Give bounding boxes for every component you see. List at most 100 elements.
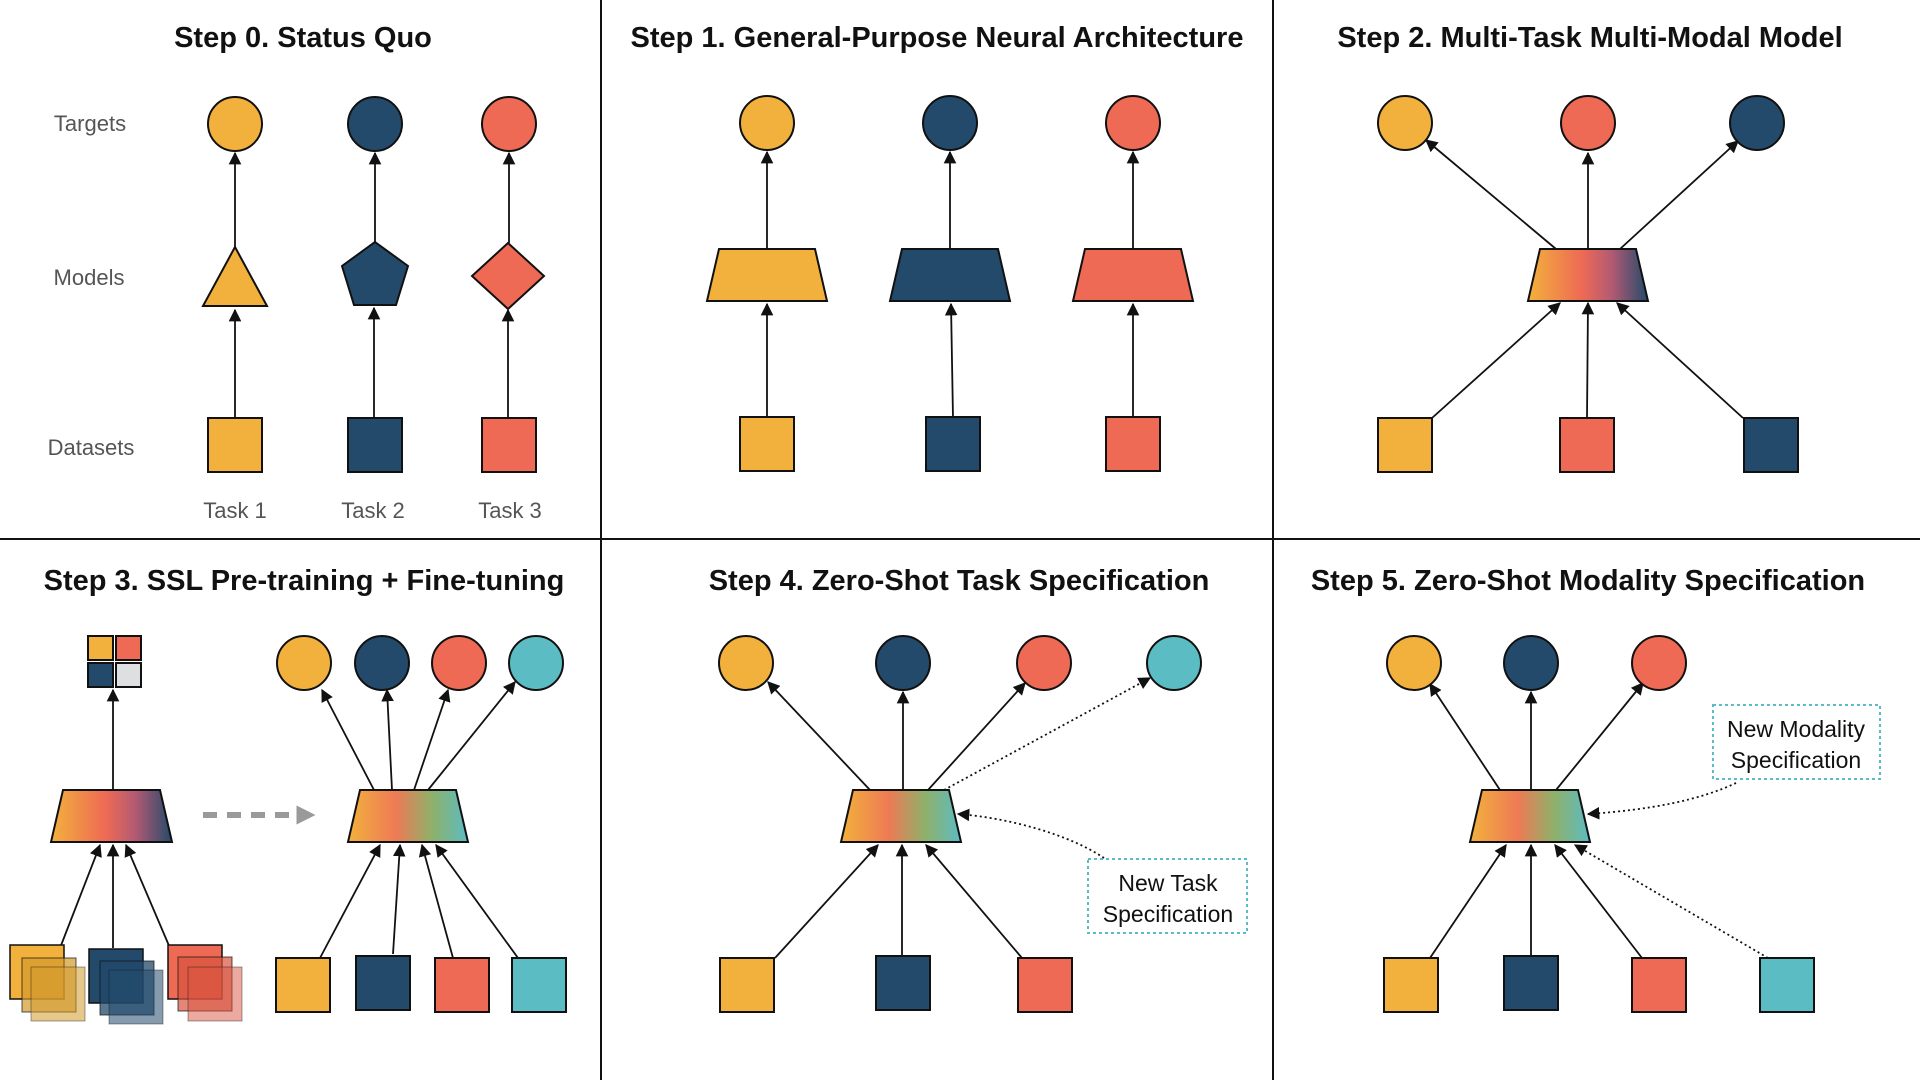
dotted-arrow-spec-to-model [1586, 782, 1737, 820]
target-circle-red [1631, 635, 1687, 691]
target-circle-red [431, 635, 487, 691]
task-label: Task 2 [341, 498, 405, 523]
arrow-model-to-target [321, 688, 375, 791]
panel-title: Step 1. General-Purpose Neural Architect… [631, 22, 1244, 54]
arrow-dataset-to-model [1616, 302, 1744, 419]
model-pentagon-navy [340, 240, 410, 306]
target-circle-orange [739, 95, 795, 151]
dataset-square-orange [275, 957, 331, 1013]
panel-title: Step 0. Status Quo [174, 22, 432, 54]
panel-step-3: Step 3. SSL Pre-training + Fine-tuning [9, 565, 567, 1025]
spec-box-line-2: Specification [1731, 747, 1861, 773]
arrow-dataset-to-model [418, 843, 454, 959]
panel-step-0: Step 0. Status Quo Targets Models Datase… [48, 22, 546, 523]
arrow-model-to-target [1619, 140, 1739, 250]
target-circle-red [1560, 95, 1616, 151]
panel-title: Step 2. Multi-Task Multi-Modal Model [1337, 22, 1842, 54]
multi-target-grid-icon [87, 635, 142, 688]
spec-box-line-2: Specification [1103, 901, 1233, 927]
target-circle-orange [1377, 95, 1433, 151]
arrow-model-to-target [381, 688, 394, 791]
arrow-model-to-target [927, 682, 1026, 791]
dataset-square-teal [1759, 957, 1815, 1013]
target-circle-navy [875, 635, 931, 691]
multi-modal-model-trapezoid [1526, 248, 1650, 302]
panel-step-2: Step 2. Multi-Task Multi-Modal Model [1337, 22, 1843, 473]
arrow-model-to-target [767, 681, 871, 791]
target-circle-red [1105, 95, 1161, 151]
panel-step-1: Step 1. General-Purpose Neural Architect… [631, 22, 1244, 472]
arrow-dataset-to-model [1429, 843, 1507, 959]
arrow-dataset-to-model [925, 844, 1023, 959]
task-label: Task 3 [478, 498, 542, 523]
dataset-square-navy [875, 955, 931, 1011]
new-task-spec-box: New Task Specification [1087, 858, 1248, 934]
dotted-arrow-new-dataset-to-model [1573, 844, 1769, 959]
dataset-square-red [1105, 416, 1161, 472]
target-circle-navy [922, 95, 978, 151]
dataset-square-navy [1743, 417, 1799, 473]
row-label-targets: Targets [54, 111, 126, 136]
dataset-square-red [1631, 957, 1687, 1013]
arrow-dataset-to-model [435, 843, 519, 959]
task-label: Task 1 [203, 498, 267, 523]
arrow-dataset-to-model [774, 844, 879, 959]
row-label-datasets: Datasets [48, 435, 135, 460]
target-circle-orange [718, 635, 774, 691]
arrow-dataset-to-model [392, 843, 406, 955]
dotted-arrow-model-to-new-target [943, 677, 1152, 791]
dataset-square-orange [1383, 957, 1439, 1013]
spec-box-line-1: New Task [1118, 870, 1218, 896]
arrow-dataset-to-model [319, 843, 381, 959]
arrow-dataset-to-model [1431, 302, 1561, 419]
unlabeled-dataset-stack-orange [9, 944, 86, 1022]
spec-box-line-1: New Modality [1727, 716, 1866, 742]
arrow-model-to-target [427, 681, 516, 791]
target-circle-orange [1386, 635, 1442, 691]
dataset-square-red [1559, 417, 1615, 473]
arrow-model-to-target [1555, 682, 1644, 791]
dataset-square-navy [347, 417, 403, 473]
arrow-model-to-target [1425, 139, 1557, 250]
arrow-dataset-to-model [124, 843, 171, 949]
arrow-dataset-to-model [944, 302, 958, 419]
target-circle-red [481, 96, 537, 152]
dataset-square-orange [207, 417, 263, 473]
model-diamond-red [470, 241, 546, 311]
target-circle-navy [1729, 95, 1785, 151]
dataset-square-navy [925, 416, 981, 472]
panel-title: Step 4. Zero-Shot Task Specification [709, 565, 1210, 597]
unlabeled-dataset-stack-red [167, 944, 243, 1022]
target-circle-teal [508, 635, 564, 691]
arrow-dataset-to-model [1554, 844, 1643, 959]
model-trapezoid-orange [705, 248, 829, 302]
panel-step-4: Step 4. Zero-Shot Task Specification New… [709, 565, 1248, 1013]
dataset-square-teal [511, 957, 567, 1013]
dataset-square-orange [719, 957, 775, 1013]
arrow-model-to-target [413, 688, 451, 791]
dataset-square-orange [739, 416, 795, 472]
target-circle-orange [207, 96, 263, 152]
arrow-model-to-target [1429, 682, 1501, 791]
arrow-dataset-to-model [1581, 301, 1595, 419]
target-circle-red [1016, 635, 1072, 691]
zero-shot-model-trapezoid [1468, 789, 1592, 843]
dataset-square-red [481, 417, 537, 473]
panel-title: Step 3. SSL Pre-training + Fine-tuning [44, 565, 565, 597]
finetune-model-trapezoid [346, 789, 470, 843]
pretrain-model-trapezoid [49, 789, 174, 843]
new-modality-spec-box: New Modality Specification [1712, 704, 1881, 780]
target-circle-navy [1503, 635, 1559, 691]
panel-title: Step 5. Zero-Shot Modality Specification [1311, 565, 1865, 597]
target-circle-navy [354, 635, 410, 691]
dataset-square-orange [1377, 417, 1433, 473]
model-trapezoid-red [1071, 248, 1195, 302]
model-trapezoid-navy [888, 248, 1012, 302]
unlabeled-dataset-stack-navy [88, 948, 164, 1025]
dataset-square-red [1017, 957, 1073, 1013]
dataset-square-navy [355, 955, 411, 1011]
dotted-arrow-spec-to-model [956, 808, 1105, 859]
arrow-dataset-to-model [59, 843, 102, 949]
model-triangle-orange [201, 244, 269, 307]
